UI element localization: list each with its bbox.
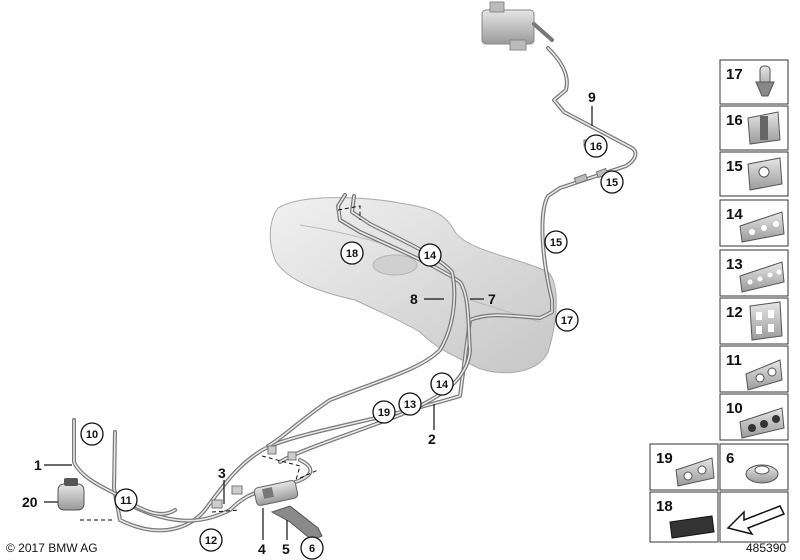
- svg-text:13: 13: [404, 399, 416, 411]
- filter-bracket: [270, 505, 323, 541]
- svg-text:15: 15: [606, 177, 618, 189]
- svg-text:15: 15: [550, 237, 562, 249]
- circled-ref-10: 10: [80, 422, 104, 446]
- circled-ref-15-lower: 15: [544, 230, 568, 254]
- callout-9: 9: [588, 89, 596, 105]
- svg-text:13: 13: [726, 256, 743, 273]
- svg-text:10: 10: [726, 400, 743, 417]
- panel-box-10: 10: [719, 393, 789, 441]
- leader-lines: [44, 106, 593, 540]
- panel-box-6: 6: [719, 443, 789, 491]
- fuel-filter: [253, 480, 299, 506]
- circled-ref-14-lower: 14: [430, 372, 454, 396]
- panel-box-13: 13: [719, 249, 789, 297]
- clip-13-icon: [739, 261, 785, 293]
- svg-text:18: 18: [656, 498, 673, 515]
- circled-ref-14-upper: 14: [418, 243, 442, 267]
- callout-4: 4: [258, 541, 266, 557]
- svg-text:16: 16: [590, 141, 602, 153]
- circled-ref-16: 16: [584, 134, 608, 158]
- svg-text:10: 10: [86, 429, 98, 441]
- pad-18-icon: [669, 515, 715, 539]
- circled-ref-13: 13: [398, 392, 422, 416]
- fuel-tank: [269, 197, 557, 374]
- circled-ref-17: 17: [555, 308, 579, 332]
- svg-text:12: 12: [205, 535, 217, 547]
- callout-8: 8: [410, 291, 418, 307]
- panel-box-16: 16: [719, 105, 789, 151]
- svg-text:11: 11: [726, 352, 742, 369]
- part-20-pressure-sensor: [57, 478, 85, 511]
- svg-text:14: 14: [436, 379, 449, 391]
- panel-box-15: 15: [719, 151, 789, 197]
- clip-11-icon: [745, 359, 783, 391]
- arrow-icon: [726, 505, 786, 536]
- clip-12-icon: [749, 301, 783, 341]
- clip-19-icon: [675, 457, 715, 487]
- panel-box-19: 19: [649, 443, 719, 491]
- clip-15-icon: [747, 157, 783, 191]
- clip-16-icon: [747, 111, 781, 145]
- circled-ref-18: 18: [340, 241, 364, 265]
- svg-text:17: 17: [726, 66, 743, 83]
- clip-14-icon: [739, 211, 785, 243]
- circled-ref-11: 11: [114, 488, 138, 512]
- circled-ref-6: 6: [300, 536, 324, 560]
- callout-3: 3: [218, 465, 226, 481]
- svg-text:14: 14: [424, 250, 437, 262]
- panel-box-17: 17: [719, 59, 789, 105]
- svg-text:16: 16: [726, 112, 743, 129]
- nut-6-icon: [745, 464, 779, 484]
- clip-17-icon: [755, 65, 775, 97]
- panel-box-14: 14: [719, 199, 789, 247]
- panel-box-18: 18: [649, 491, 719, 543]
- svg-text:15: 15: [726, 158, 743, 175]
- svg-text:6: 6: [726, 450, 734, 467]
- svg-text:19: 19: [378, 407, 390, 419]
- svg-text:19: 19: [656, 450, 673, 467]
- svg-text:14: 14: [726, 206, 743, 223]
- svg-text:11: 11: [120, 495, 132, 507]
- circled-refs: 10 11 12 6 19 13 14 14: [80, 134, 624, 560]
- copyright-text: © 2017 BMW AG: [6, 541, 98, 555]
- panel-box-arrow: [719, 491, 789, 543]
- callout-20: 20: [22, 494, 38, 510]
- callout-7: 7: [488, 291, 496, 307]
- callout-labels: 1 2 3 4 5 7 8 9 20: [22, 89, 596, 557]
- callout-1: 1: [34, 457, 42, 473]
- clip-10-icon: [739, 407, 785, 439]
- callout-5: 5: [282, 541, 290, 557]
- svg-text:17: 17: [561, 315, 573, 327]
- circled-ref-12: 12: [199, 528, 223, 552]
- parts-panel: 17 16 15 14: [649, 59, 789, 543]
- callout-2: 2: [428, 431, 436, 447]
- circled-ref-15-upper: 15: [600, 170, 624, 194]
- panel-box-12: 12: [719, 297, 789, 345]
- svg-text:12: 12: [726, 304, 743, 321]
- diagram-id: 485390: [746, 541, 786, 555]
- panel-box-11: 11: [719, 345, 789, 393]
- dashed-guides: [80, 205, 361, 521]
- svg-text:18: 18: [346, 248, 358, 260]
- activated-charcoal-filter: [481, 1, 554, 51]
- circled-ref-19: 19: [372, 400, 396, 424]
- svg-text:6: 6: [309, 543, 315, 555]
